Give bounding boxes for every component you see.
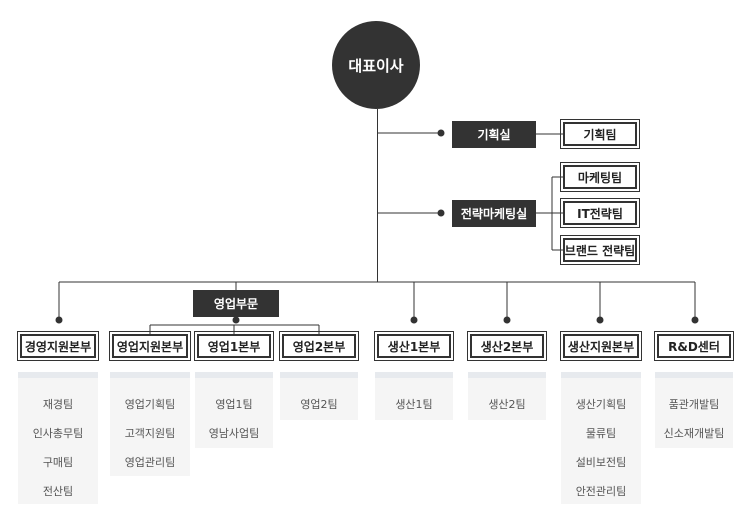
ceo-node: 대표이사 (332, 21, 420, 109)
division-rnd-center: R&D센터 (654, 331, 734, 361)
team-item: 영업관리팀 (124, 456, 176, 469)
team-list-production-support: 생산기획팀 물류팀 설비보전팀 안전관리팀 (561, 372, 641, 504)
connector-dot (437, 129, 445, 137)
team-item: 물류팀 (585, 427, 617, 440)
team-item: 고객지원팀 (124, 427, 176, 440)
it-strategy-team: IT전략팀 (560, 198, 640, 228)
team-item: 생산1팀 (395, 398, 433, 411)
team-list-production-2: 생산2팀 (468, 372, 546, 420)
division-production-support: 생산지원본부 (560, 331, 642, 361)
team-item: 설비보전팀 (575, 456, 627, 469)
team-item: 품관개발팀 (668, 398, 720, 411)
division-production-1: 생산1본부 (374, 331, 454, 361)
connector-dot (437, 209, 445, 217)
team-list-sales-1: 영업1팀 영남사업팀 (195, 372, 273, 448)
connector-dot (503, 316, 511, 324)
team-item: 영업2팀 (300, 398, 338, 411)
marketing-team: 마케팅팀 (560, 162, 640, 192)
team-item: 영업1팀 (215, 398, 253, 411)
team-item: 영남사업팀 (208, 427, 260, 440)
team-item: 생산기획팀 (575, 398, 627, 411)
planning-team: 기획팀 (560, 119, 640, 149)
division-sales-1: 영업1본부 (194, 331, 274, 361)
team-item: 신소재개발팀 (663, 427, 725, 440)
connector-dot (55, 316, 63, 324)
connector-dot (232, 316, 240, 324)
division-sales-2: 영업2본부 (279, 331, 359, 361)
division-production-2: 생산2본부 (467, 331, 547, 361)
team-list-production-1: 생산1팀 (375, 372, 453, 420)
brand-strategy-team: 브랜드 전략팀 (560, 235, 640, 265)
team-item: 구매팀 (42, 456, 74, 469)
connector-dot (596, 316, 604, 324)
sales-group: 영업부문 (193, 290, 279, 317)
team-item: 생산2팀 (488, 398, 526, 411)
strategy-marketing-office: 전략마케팅실 (452, 200, 536, 227)
team-item: 인사총무팀 (32, 427, 84, 440)
team-list-management-support: 재경팀 인사총무팀 구매팀 전산팀 (18, 372, 98, 504)
division-sales-support: 영업지원본부 (109, 331, 191, 361)
division-management-support: 경영지원본부 (17, 331, 99, 361)
team-list-sales-support: 영업기획팀 고객지원팀 영업관리팀 (110, 372, 190, 476)
team-item: 영업기획팀 (124, 398, 176, 411)
team-list-sales-2: 영업2팀 (280, 372, 358, 420)
team-list-rnd-center: 품관개발팀 신소재개발팀 (655, 372, 733, 448)
connector-dot (691, 316, 699, 324)
planning-office: 기획실 (452, 121, 536, 148)
team-item: 재경팀 (42, 398, 74, 411)
team-item: 전산팀 (42, 485, 74, 498)
team-item: 안전관리팀 (575, 485, 627, 498)
connector-dot (410, 316, 418, 324)
